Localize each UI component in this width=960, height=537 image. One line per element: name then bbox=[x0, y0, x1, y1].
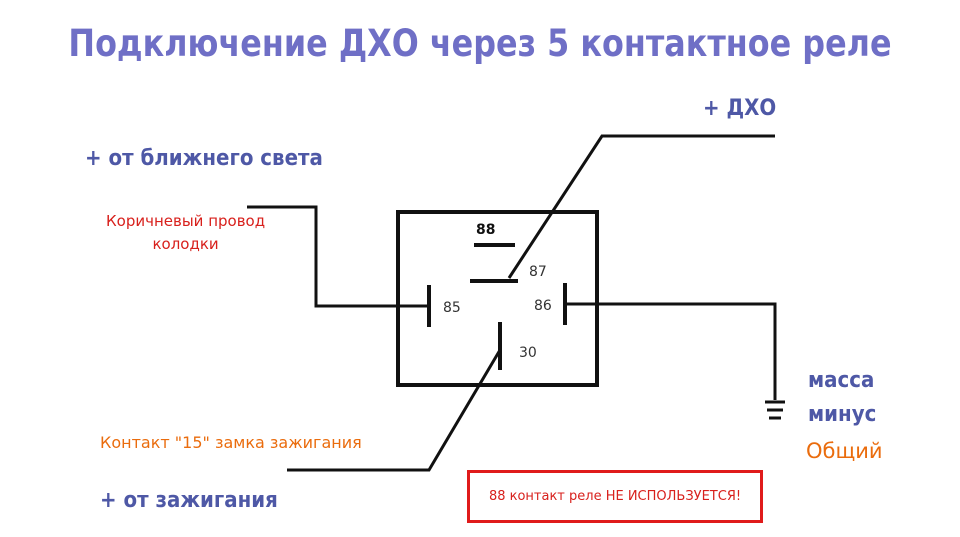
warning-note-box: 88 контакт реле НЕ ИСПОЛЬЗУЕТСЯ! bbox=[467, 470, 763, 523]
label-ground-common: Общий bbox=[806, 439, 883, 463]
wire-low-beam bbox=[247, 205, 429, 308]
pin-label-85: 85 bbox=[443, 300, 461, 316]
relay-body bbox=[396, 210, 599, 387]
pin-label-30: 30 bbox=[519, 345, 537, 361]
wire-ground bbox=[565, 302, 777, 400]
pin-label-86: 86 bbox=[534, 298, 552, 314]
wire-ignition bbox=[287, 349, 502, 472]
pin-label-87: 87 bbox=[529, 264, 547, 280]
label-drl: + ДХО bbox=[703, 96, 777, 121]
label-low-beam: + от ближнего света bbox=[85, 146, 323, 171]
label-ignition: + от зажигания bbox=[100, 488, 278, 513]
label-ground-minus: минус bbox=[808, 402, 877, 427]
ground-symbol bbox=[765, 400, 785, 420]
pin-label-88: 88 bbox=[476, 222, 496, 238]
label-ground-mass: масса bbox=[808, 368, 875, 393]
wire-drl bbox=[507, 134, 775, 279]
label-brown-wire: Коричневый провод колодки bbox=[106, 212, 266, 253]
label-ignition-contact: Контакт "15" замка зажигания bbox=[100, 433, 362, 452]
diagram-title: Подключение ДХО через 5 контактное реле bbox=[68, 22, 892, 65]
warning-note-text: 88 контакт реле НЕ ИСПОЛЬЗУЕТСЯ! bbox=[488, 489, 742, 504]
